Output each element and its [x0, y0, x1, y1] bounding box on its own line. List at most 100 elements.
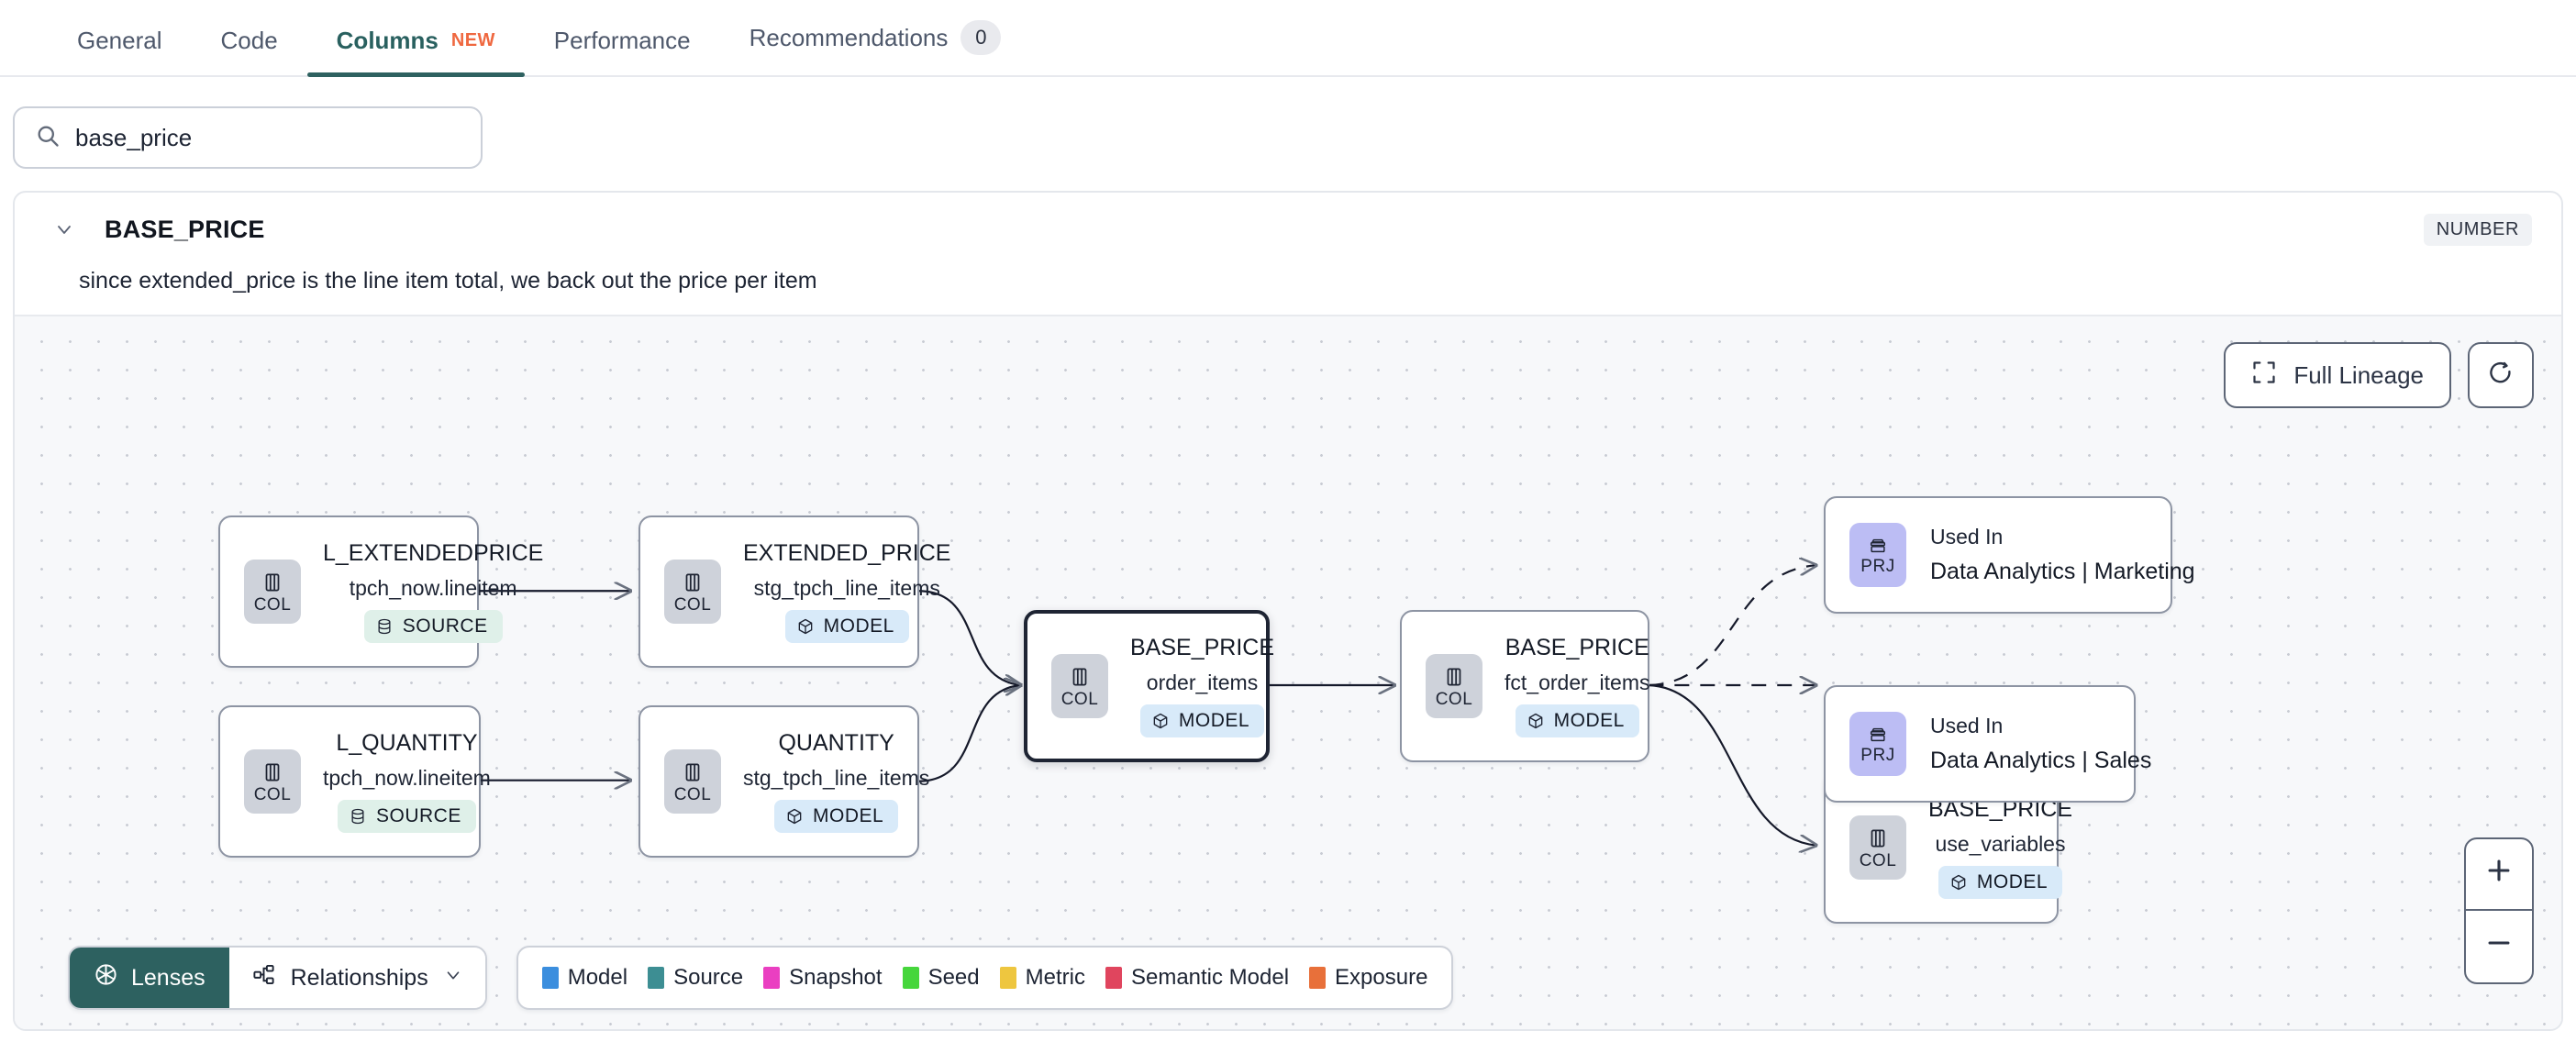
col-badge-label: COL [673, 594, 712, 615]
legend-swatch [1309, 967, 1327, 989]
tab-new-badge: NEW [450, 30, 495, 50]
node-name: BASE_PRICE [1130, 635, 1275, 660]
col-badge: COL [664, 560, 721, 624]
node-kind-badge: SOURCE [337, 800, 476, 833]
tab-bar: General Code Columns NEW Performance Rec… [0, 0, 2576, 77]
column-header: BASE_PRICE NUMBER since extended_price i… [15, 193, 2561, 315]
node-kind-label: MODEL [1178, 710, 1250, 731]
node-kind-label: MODEL [813, 805, 884, 826]
legend-label: Seed [927, 965, 980, 990]
tab-label: Recommendations [749, 23, 949, 51]
tab-label: General [77, 27, 162, 54]
node-type-legend: Model Source Snapshot Seed Metric [516, 946, 1454, 1010]
col-badge-label: COL [673, 784, 712, 804]
node-subtitle: tpch_now.lineitem [323, 766, 491, 790]
col-badge-label: COL [1060, 689, 1099, 709]
node-project-name: Data Analytics | Marketing [1930, 559, 2195, 584]
page-title: BASE_PRICE [105, 215, 265, 243]
legend-label: Source [673, 965, 744, 990]
tab-label: Columns [336, 27, 439, 54]
col-badge-label: COL [253, 594, 292, 615]
node-kind-badge: MODEL [1938, 866, 2063, 899]
lineage-node-l-extendedprice[interactable]: COL L_EXTENDEDPRICE tpch_now.lineitem SO… [218, 515, 543, 668]
tab-general[interactable]: General [48, 27, 192, 75]
plus-icon [2483, 854, 2515, 895]
node-kind-badge: MODEL [774, 800, 899, 833]
zoom-in-button[interactable] [2466, 839, 2532, 911]
status-badge: NUMBER [2423, 213, 2532, 246]
node-project-name: Data Analytics | Sales [1930, 748, 2152, 773]
lenses-relationships-group: Lenses Relationships [68, 946, 487, 1010]
search-value: base_price [75, 123, 193, 151]
node-name: L_QUANTITY [336, 730, 478, 756]
legend-item-metric: Metric [999, 965, 1085, 991]
node-kind-badge: MODEL [784, 610, 909, 643]
zoom-controls [2464, 837, 2534, 984]
node-kind-label: MODEL [1976, 871, 2049, 892]
col-badge: COL [1426, 654, 1482, 718]
legend-item-exposure: Exposure [1309, 965, 1427, 991]
node-name: BASE_PRICE [1505, 635, 1649, 660]
legend-label: Model [567, 965, 628, 990]
relationships-dropdown[interactable]: Relationships [228, 948, 485, 1008]
legend-item-seed: Seed [902, 965, 980, 991]
node-name: L_EXTENDEDPRICE [323, 540, 544, 566]
col-badge: COL [244, 560, 301, 624]
chevron-down-icon[interactable] [46, 211, 83, 248]
lineage-node-project-sales[interactable]: PRJ Used In Data Analytics | Sales [1824, 685, 2151, 803]
node-subtitle: fct_order_items [1505, 671, 1650, 694]
search-input[interactable]: base_price [13, 106, 483, 169]
col-badge-label: COL [1859, 850, 1897, 870]
legend-item-model: Model [541, 965, 628, 991]
lineage-node-project-marketing[interactable]: PRJ Used In Data Analytics | Marketing [1824, 496, 2195, 614]
relationships-label: Relationships [290, 964, 428, 991]
node-kind-label: MODEL [1553, 710, 1625, 731]
node-kind-badge: MODEL [1139, 704, 1265, 737]
legend-label: Snapshot [789, 965, 883, 990]
col-badge-label: COL [1435, 689, 1473, 709]
lenses-button[interactable]: Lenses [70, 948, 229, 1008]
lineage-node-l-quantity[interactable]: COL L_QUANTITY tpch_now.lineitem SOURCE [218, 705, 491, 858]
prj-badge: PRJ [1849, 523, 1906, 587]
col-badge: COL [1849, 815, 1906, 880]
legend-label: Exposure [1335, 965, 1428, 990]
prj-badge-label: PRJ [1860, 745, 1895, 765]
lineage-node-base-price-order-items[interactable]: COL BASE_PRICE order_items MODEL [1024, 610, 1274, 762]
lineage-node-quantity[interactable]: COL QUANTITY stg_tpch_line_items MODEL [638, 705, 929, 858]
legend-item-source: Source [648, 965, 743, 991]
hierarchy-icon [251, 962, 276, 993]
tab-recommendations[interactable]: Recommendations 0 [720, 20, 1031, 75]
column-detail-card: BASE_PRICE NUMBER since extended_price i… [13, 191, 2563, 1031]
chevron-down-icon [443, 965, 463, 992]
lineage-controls: Full Lineage [2224, 342, 2534, 408]
search-area: base_price [0, 77, 2576, 191]
lineage-node-extended-price[interactable]: COL EXTENDED_PRICE stg_tpch_line_items M… [638, 515, 950, 668]
search-icon [35, 123, 61, 153]
tab-code[interactable]: Code [192, 27, 307, 75]
expand-icon [2251, 360, 2277, 392]
column-description: since extended_price is the line item to… [79, 268, 817, 294]
node-kind-badge: SOURCE [363, 610, 503, 643]
tab-count-badge: 0 [960, 20, 1002, 55]
legend-label: Metric [1025, 965, 1085, 990]
lineage-graph[interactable]: COL L_EXTENDEDPRICE tpch_now.lineitem SO… [15, 315, 2561, 1031]
node-name: QUANTITY [778, 730, 894, 756]
node-name: EXTENDED_PRICE [743, 540, 951, 566]
node-used-in-label: Used In [1930, 525, 2004, 549]
refresh-button[interactable] [2468, 342, 2534, 408]
tab-columns[interactable]: Columns NEW [306, 27, 525, 77]
zoom-out-button[interactable] [2466, 911, 2532, 982]
legend-item-semantic-model: Semantic Model [1105, 965, 1289, 991]
graph-bottom-bar: Lenses Relationships Model [68, 946, 1454, 1010]
tab-performance[interactable]: Performance [525, 27, 720, 75]
lineage-edges [476, 316, 2561, 1031]
node-kind-label: MODEL [823, 615, 894, 637]
full-lineage-button[interactable]: Full Lineage [2224, 342, 2451, 408]
col-badge-label: COL [253, 784, 292, 804]
legend-swatch [763, 967, 781, 989]
legend-item-snapshot: Snapshot [763, 965, 883, 991]
lineage-node-base-price-fct-order-items[interactable]: COL BASE_PRICE fct_order_items MODEL [1400, 610, 1650, 762]
tab-label: Code [220, 27, 278, 54]
node-subtitle: use_variables [1935, 832, 2066, 856]
col-badge: COL [664, 749, 721, 814]
